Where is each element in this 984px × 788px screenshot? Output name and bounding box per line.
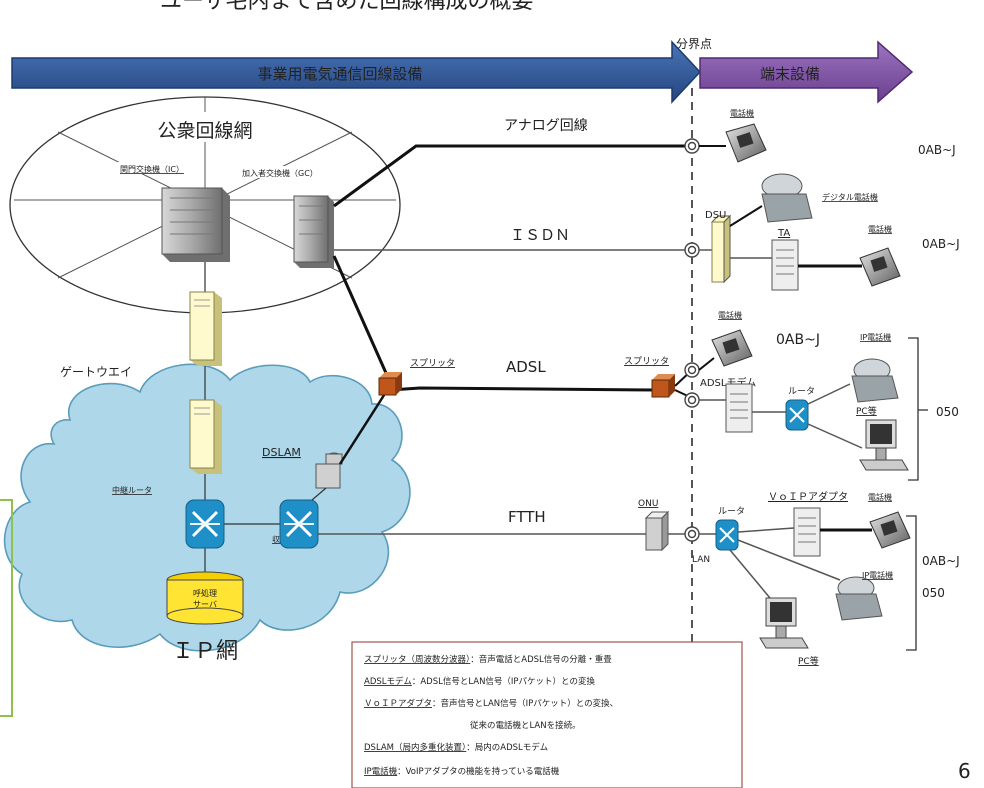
legend-item: ＶｏＩＰアダプタ：音声信号とLAN信号（IPパケット）との変換、 [364, 698, 618, 709]
adsl-ip-phone-icon [851, 358, 899, 403]
adsl-router-label: ルータ [788, 386, 815, 397]
gateway-label: ゲートウエイ [60, 365, 132, 379]
call-server-label-2: サーバ [193, 600, 217, 609]
adsl-ip-phone-label: IP電話機 [860, 332, 891, 342]
ftth-line-label: FTTH [508, 508, 546, 526]
digital-phone-label: デジタル電話機 [822, 192, 878, 202]
relay-router-icon [185, 499, 225, 549]
dslam-label: DSLAM [262, 446, 301, 459]
onu-icon [644, 510, 670, 552]
ftth-ip-phone-label: IP電話機 [862, 570, 893, 580]
page-number: 6 [958, 759, 971, 783]
onu-label: ONU [638, 499, 658, 509]
subscriber-exchange-label: 加入者交換機（GC） [242, 168, 318, 178]
call-server-label-1: 呼処理 [193, 588, 217, 598]
legend-item: DSLAM（局内多重化装置）：局内のADSLモデム [364, 742, 548, 753]
network-splitter-icon [378, 372, 402, 396]
isdn-number: 0AB~J [922, 237, 960, 251]
adsl-phone-number: 0AB~J [776, 332, 820, 348]
demarcation-label: 分界点 [676, 37, 712, 51]
adsl-pc-label: PC等 [856, 405, 877, 417]
analog-phone-label: 電話機 [730, 108, 754, 118]
dsu-label: DSU [705, 210, 726, 221]
ftth-phone-number: 0AB~J [922, 554, 960, 568]
ftth-phone-icon [869, 511, 911, 549]
user-splitter-icon [651, 374, 675, 398]
ftth-pc-icon [759, 597, 809, 649]
isdn-phone-label: 電話機 [868, 224, 892, 234]
ftth-pc-label: PC等 [798, 655, 819, 667]
analog-line-label: アナログ回線 [504, 118, 588, 134]
gateway-icon [189, 291, 222, 366]
relay-gateway-icon [189, 399, 222, 474]
adsl-phone-icon [711, 329, 753, 367]
legend-item: IP電話機：VoIPアダプタの機能を持っている電話機 [364, 766, 560, 777]
analog-line [333, 144, 692, 208]
dsu-icon [710, 214, 732, 284]
adsl-modem-icon [725, 383, 753, 433]
ftth-ip-phone-icon [835, 576, 883, 621]
ta-label: TA [777, 228, 790, 239]
analog-number: 0AB~J [918, 143, 956, 157]
public-network: 公衆回線網 関門交換機（IC） 加入者交換機（GC） [9, 96, 401, 314]
isdn-line-label: ＩＳＤＮ [510, 226, 570, 244]
ftth-router-label: ルータ [718, 506, 745, 517]
isdn-phone-icon [859, 247, 901, 287]
digital-phone-icon [761, 173, 813, 223]
adsl-line-label: ADSL [506, 358, 546, 376]
adsl-phone-label: 電話機 [718, 310, 742, 320]
adsl-pc-icon [859, 419, 909, 471]
toll-exchange-label: 関門交換機（IC） [120, 164, 184, 174]
legend-item: ADSLモデム：ADSL信号とLAN信号（IPパケット）との変換 [364, 676, 595, 687]
ip-network-title: ＩＰ網 [172, 639, 238, 664]
public-network-title: 公衆回線網 [157, 120, 252, 142]
adsl-line [389, 386, 657, 392]
legend-item-continued: 従来の電話機とLANを接続。 [470, 720, 581, 731]
voip-adapter-label: ＶｏＩＰアダプタ [768, 490, 848, 503]
terminal-arrow-label: 端末設備 [760, 65, 820, 83]
carrier-arrow: 事業用電気通信回線設備 [11, 40, 702, 104]
network-splitter-label: スプリッタ [410, 358, 455, 369]
toll-exchange-icon [161, 187, 230, 262]
user-splitter-label: スプリッタ [624, 356, 669, 367]
partial-title: ユーザ宅内まで含めた回線構成の概要 [160, 0, 534, 14]
lan-label: LAN [692, 555, 710, 565]
subscriber-exchange-icon [293, 195, 334, 268]
terminal-arrow: 端末設備 [699, 40, 914, 104]
edge-router-icon [279, 499, 319, 549]
ftth-ip-number: 050 [922, 586, 945, 600]
ftth-router-icon [715, 519, 739, 551]
call-server-icon: 呼処理 サーバ [166, 571, 244, 625]
ta-icon [771, 239, 799, 291]
voip-adapter-icon [793, 507, 821, 557]
ftth-phone-label: 電話機 [868, 492, 892, 502]
relay-router-label: 中継ルータ [112, 485, 152, 495]
carrier-arrow-label: 事業用電気通信回線設備 [257, 65, 422, 83]
adsl-router-icon [785, 399, 809, 431]
legend-box: スプリッタ（周波数分波器）：音声電話とADSL信号の分離・重畳 ADSLモデム：… [351, 641, 743, 788]
dslam-icon [315, 452, 343, 489]
analog-phone-icon [725, 123, 767, 163]
legend-item: スプリッタ（周波数分波器）：音声電話とADSL信号の分離・重畳 [364, 654, 612, 665]
adsl-ip-number: 050 [936, 405, 959, 419]
left-partial-box [0, 499, 13, 717]
